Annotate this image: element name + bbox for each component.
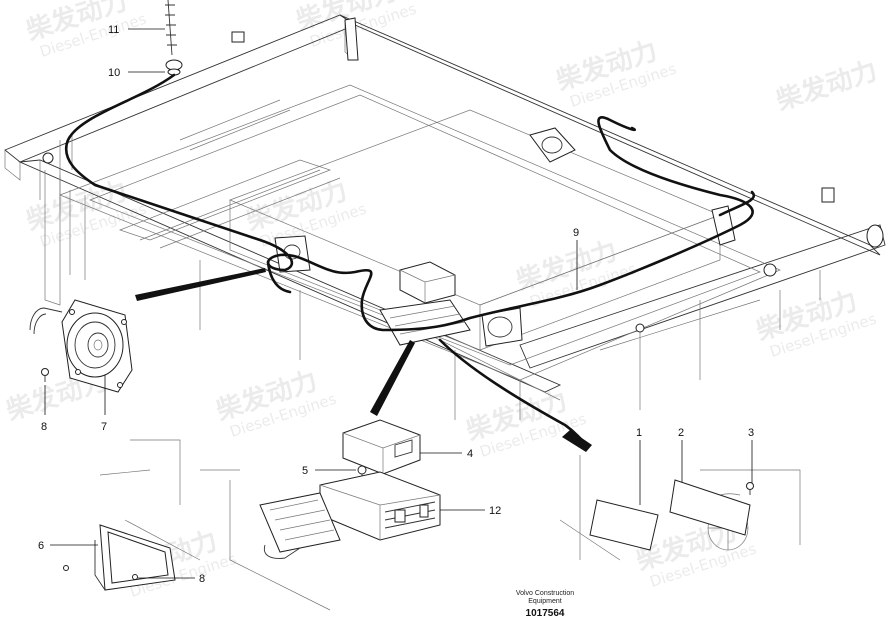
roof-speaker-right xyxy=(711,205,736,246)
roof-speaker-rear xyxy=(529,127,576,163)
maker-name-line1: Volvo Construction xyxy=(516,590,574,597)
label-detail xyxy=(559,455,801,561)
leader-lines xyxy=(44,28,753,579)
callout-2: 2 xyxy=(678,427,684,439)
speaker-detail xyxy=(29,299,133,393)
callout-8-frame: 8 xyxy=(199,573,205,585)
arrow-to-label-detail xyxy=(562,430,592,452)
callout-11: 11 xyxy=(108,24,119,36)
callout-4: 4 xyxy=(467,448,473,460)
callouts: 11 10 9 8 7 5 4 12 6 8 1 2 3 xyxy=(38,24,754,585)
roof-radio-module xyxy=(399,261,456,304)
screw-8-speaker xyxy=(41,368,49,382)
callout-7: 7 xyxy=(101,421,107,433)
callout-8-speaker: 8 xyxy=(41,421,47,433)
radio-detail xyxy=(63,419,441,611)
callout-5: 5 xyxy=(302,465,308,477)
speaker-cable xyxy=(266,190,756,294)
callout-6: 6 xyxy=(38,540,44,552)
callout-3: 3 xyxy=(748,427,754,439)
drawing-footer: Volvo Construction Equipment 1017564 xyxy=(516,590,574,619)
maker-name-line2: Equipment xyxy=(528,598,562,605)
drawing-number: 1017564 xyxy=(526,608,565,619)
callout-12: 12 xyxy=(489,505,501,517)
antenna-cable-harness xyxy=(65,73,754,332)
antenna xyxy=(165,0,183,76)
roof-radio-unit xyxy=(379,299,471,346)
arrow-to-radio-detail xyxy=(370,340,415,416)
arrow-to-speaker-detail xyxy=(135,268,266,301)
callout-10: 10 xyxy=(108,67,120,79)
roof-speaker-front xyxy=(481,307,523,347)
watermark-brand: 柴发动力 xyxy=(772,55,881,117)
callout-9: 9 xyxy=(573,227,579,239)
callout-1: 1 xyxy=(636,427,642,439)
